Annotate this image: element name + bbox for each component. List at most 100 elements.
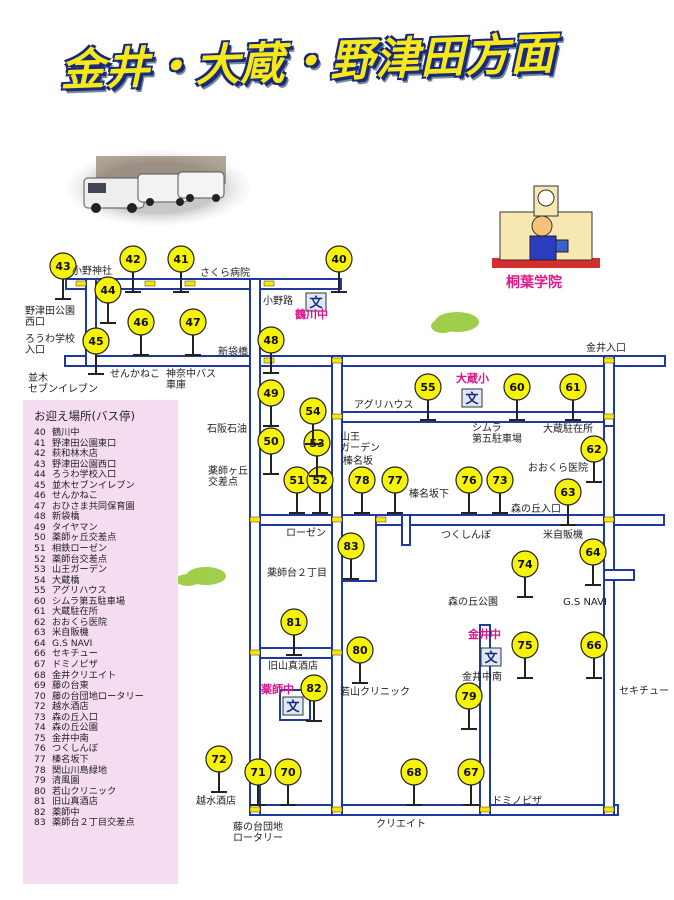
school-symbol-box [282, 696, 304, 716]
bus-stop-number: 83 [343, 540, 358, 553]
bus-stop-sign [94, 276, 122, 304]
bus-stop-45: 45 [82, 327, 110, 375]
legend-item-name: 森の丘公園 [52, 722, 98, 734]
legend-item-number: 53 [34, 564, 46, 576]
bus-stop-70: 70 [274, 758, 302, 806]
legend-item-name: G.S NAVI [52, 637, 93, 649]
bus-stop-82: 82 [300, 674, 328, 722]
bus-stop-51: 51 [283, 466, 311, 514]
legend-title: お迎え場所(バス停) [34, 409, 135, 423]
school-symbol-box [480, 647, 502, 667]
bus-stop-sign [49, 252, 77, 280]
bus-stop-number: 82 [306, 682, 321, 695]
label-mori-koen: 森の丘公園 [448, 597, 498, 608]
bus-stop-number: 48 [263, 334, 278, 347]
bus-stop-42: 42 [119, 245, 147, 293]
bus-stop-83: 83 [337, 532, 365, 580]
bus-stop-number: 52 [312, 474, 327, 487]
legend-item-name: 金井クリエイト [52, 669, 117, 681]
legend-item-name: 金井中南 [52, 732, 89, 744]
bus-stop-48: 48 [257, 326, 285, 374]
legend-item-name: 薬師ヶ丘交差点 [52, 532, 117, 544]
bus-stop-number: 78 [354, 474, 369, 487]
label-wakayama: 若山クリニック [340, 687, 410, 698]
legend-item-name: 新袋橋 [52, 511, 80, 523]
bus-stop-sign [511, 631, 539, 659]
label-harunazaka: 榛名坂 [343, 456, 373, 467]
school-name-label: 薬師中 [261, 682, 294, 696]
bus-stop-sign [346, 636, 374, 664]
legend-item: 76 つくしんぼ [34, 744, 144, 755]
legend-item-number: 77 [34, 753, 46, 765]
label-sanno: 山王 ガーデン [340, 432, 380, 454]
legend-item-name: 藤の台団地ロータリー [52, 690, 144, 702]
bus-stop-number: 75 [517, 639, 532, 652]
bus-stop-number: 77 [387, 474, 402, 487]
legend-item-number: 62 [34, 616, 46, 628]
school-name-label: 鶴川中 [295, 307, 328, 321]
legend-item-name: 大蔵駐在所 [52, 606, 98, 618]
bus-stop-75: 75 [511, 631, 539, 679]
bus-stop-sign [300, 674, 328, 702]
bus-stop-number: 62 [586, 443, 601, 456]
legend-item-number: 45 [34, 479, 46, 491]
bus-stop-54: 54 [299, 397, 327, 445]
tree-decorations [176, 312, 479, 586]
bus-stop-sign [205, 745, 233, 773]
bus-stop-78: 78 [348, 466, 376, 514]
legend-item: 62 おおくら医院 [34, 616, 144, 629]
school-icon: 文 [484, 650, 498, 666]
legend-item-name: 森の丘入口 [52, 711, 98, 723]
legend-item-number: 74 [34, 722, 46, 734]
legend-item-number: 46 [34, 490, 46, 502]
legend-item-number: 70 [34, 690, 46, 702]
legend-item-number: 76 [34, 743, 46, 755]
legend-item-number: 63 [34, 627, 46, 639]
legend-item-name: 旧山真酒店 [52, 796, 98, 808]
legend-item-number: 82 [34, 806, 46, 818]
school-icon: 文 [465, 391, 479, 407]
legend-item-number: 50 [34, 532, 46, 544]
label-okura-iin: おおくら医院 [528, 463, 588, 474]
bus-stop-sign [306, 466, 334, 494]
bus-stop-68: 68 [400, 758, 428, 806]
school-name-label: 金井中 [467, 627, 501, 641]
bus-stop-number: 68 [406, 766, 421, 779]
legend-item-number: 68 [34, 669, 46, 681]
legend-item-name: おひさま共同保育園 [52, 500, 135, 512]
legend-item-name: 若山クリニック [52, 785, 117, 797]
legend-item-name: せんかねこ [52, 490, 98, 502]
bus-stop-77: 77 [381, 466, 409, 514]
bus-stop-sign [280, 608, 308, 636]
legend-item-name: セキチュー [52, 648, 98, 660]
bus-stop-number: 50 [263, 435, 279, 448]
bus-stop-sign [127, 308, 155, 336]
bus-stop-number: 54 [305, 405, 321, 418]
legend-item-name: つくしんぼ [52, 743, 98, 755]
bus-stop-62: 62 [580, 435, 608, 483]
legend-item-number: 81 [34, 796, 46, 808]
bus-stop-number: 55 [420, 381, 435, 394]
bus-stop-number: 41 [173, 253, 188, 266]
bus-stop-63: 63 [554, 478, 582, 526]
bus-stop-number: 80 [352, 644, 368, 657]
legend-item-name: 薬師台交差点 [52, 553, 108, 565]
traffic-signals [75, 280, 615, 813]
legend-item-name: おおくら医院 [52, 616, 108, 628]
legend-item-number: 83 [34, 817, 46, 829]
legend-item-number: 78 [34, 764, 46, 776]
label-agri: アグリハウス [354, 400, 414, 411]
legend-item-name: 山王ガーデン [52, 564, 108, 576]
label-yakushidai2: 薬師台２丁目 [267, 568, 327, 579]
bus-stop-55: 55 [414, 373, 442, 421]
bus-stop-sign [348, 466, 376, 494]
legend-item-name: 榛名坂下 [52, 753, 89, 765]
legend-item-name: 米自販機 [52, 627, 89, 639]
